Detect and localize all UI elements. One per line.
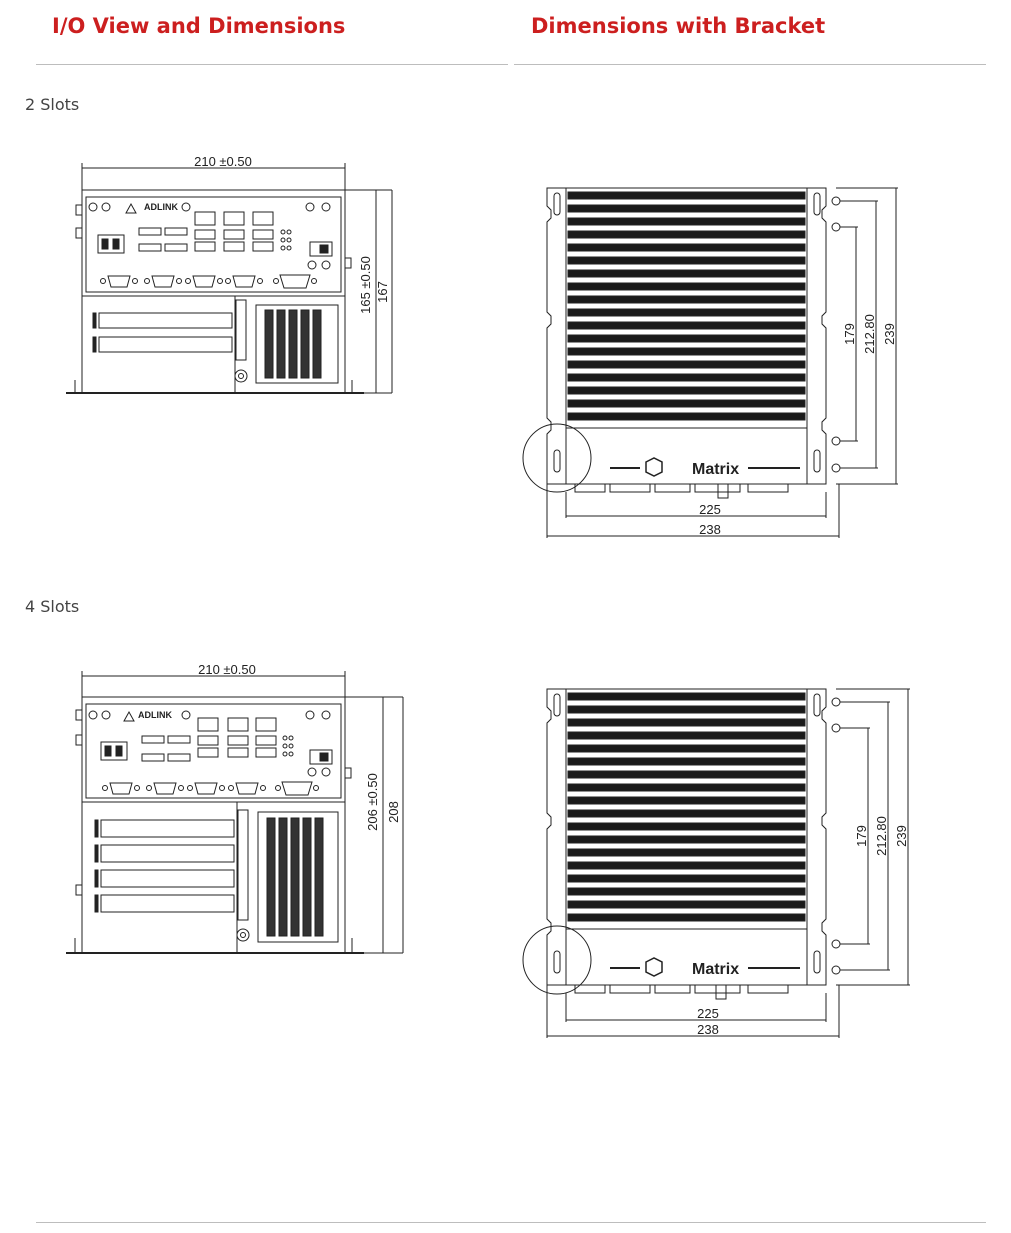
- heading-rule-right: [514, 64, 986, 65]
- front2-brand: ADLINK: [144, 202, 178, 212]
- bracket-view-2-slots: [522, 187, 898, 538]
- bracket2-h3: 239: [882, 323, 897, 345]
- bracket4-w2: 238: [697, 1022, 719, 1037]
- bracket4-h3: 239: [894, 825, 909, 847]
- front4-width-label: 210 ±0.50: [198, 662, 256, 677]
- bracket2-h2: 212.80: [862, 314, 877, 354]
- front4-height-outer: 208: [386, 801, 401, 823]
- front4-height-inner: 206 ±0.50: [365, 773, 380, 831]
- slots-2-label: 2 Slots: [25, 95, 80, 114]
- bracket2-w1: 225: [699, 502, 721, 517]
- bracket2-h1: 179: [842, 323, 857, 345]
- heading-rule-left: [36, 64, 508, 65]
- front-view-2-slots: [66, 163, 393, 394]
- bracket2-brand: Matrix: [692, 461, 739, 478]
- front2-height-outer: 167: [375, 281, 390, 303]
- bracket2-w2: 238: [699, 522, 721, 537]
- front4-brand: ADLINK: [138, 710, 172, 720]
- bracket4-brand: Matrix: [692, 961, 739, 978]
- front2-height-inner: 165 ±0.50: [358, 256, 373, 314]
- bracket4-h2: 212.80: [874, 816, 889, 856]
- footer-rule: [36, 1222, 986, 1223]
- front-view-4-slots: [66, 671, 404, 954]
- bracket-heading: Dimensions with Bracket: [531, 14, 826, 38]
- slots-4-label: 4 Slots: [25, 597, 80, 616]
- bracket4-w1: 225: [697, 1006, 719, 1021]
- front2-width-label: 210 ±0.50: [194, 154, 252, 169]
- bracket4-h1: 179: [854, 825, 869, 847]
- io-view-heading: I/O View and Dimensions: [52, 14, 346, 38]
- bracket-view-4-slots: [522, 688, 910, 1038]
